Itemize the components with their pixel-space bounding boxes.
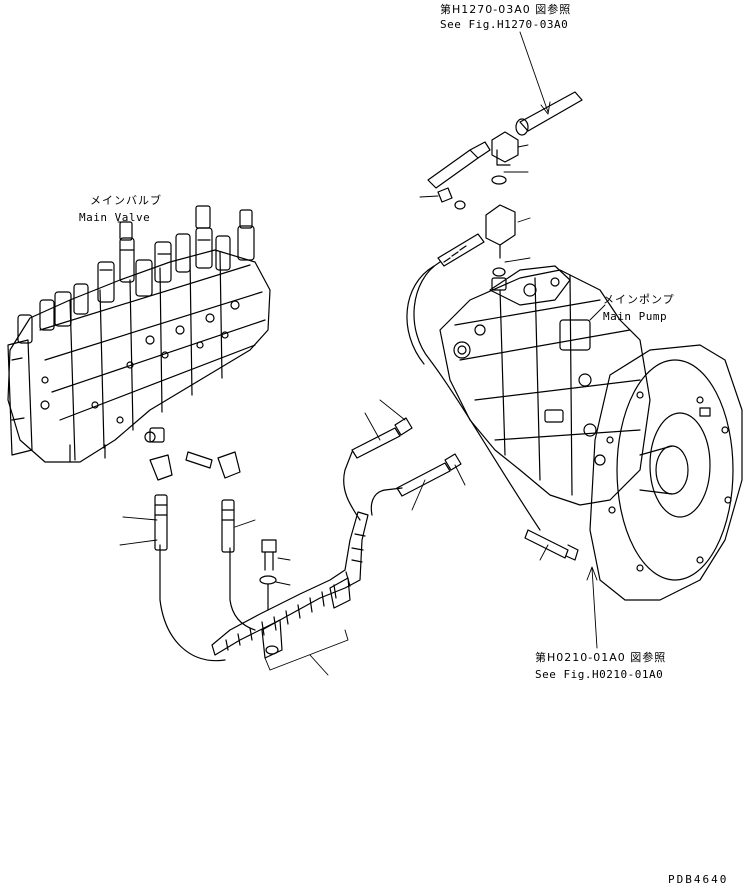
main-pump-label-en: Main Pump (603, 310, 668, 323)
hose-lines (159, 261, 579, 662)
bottom-reference-jp: 第H0210-01A0 図参照 (535, 651, 667, 664)
leader-lines (117, 31, 606, 676)
main-valve-drawing (7, 205, 271, 463)
bottom-reference-en: See Fig.H0210-01A0 (535, 668, 664, 681)
hose-bundle (211, 511, 369, 659)
loose-parts (149, 451, 277, 611)
main-pump-label-jp: メインポンプ (603, 293, 675, 306)
top-reference-en: See Fig.H1270-03A0 (440, 18, 569, 31)
main-valve-label-jp: メインバルブ (90, 194, 162, 207)
top-fitting-stack (427, 91, 583, 291)
drawing-code: PDB4640 (668, 873, 729, 886)
main-pump-drawing (439, 265, 743, 601)
main-valve-label-en: Main Valve (79, 211, 151, 224)
top-reference-jp: 第H1270-03A0 図参照 (440, 3, 572, 16)
